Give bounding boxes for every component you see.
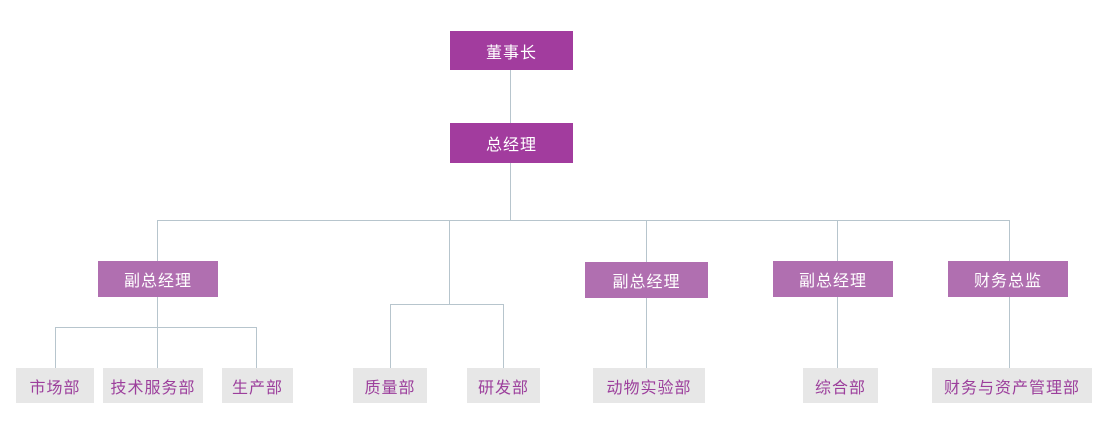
node-dept-general-affairs: 综合部 [803, 368, 878, 403]
node-dept-quality: 质量部 [353, 368, 427, 403]
connector-branch1-below [157, 297, 158, 368]
node-dept-rnd: 研发部 [467, 368, 540, 403]
node-dept-production: 生产部 [222, 368, 293, 403]
node-dept-marketing: 市场部 [16, 368, 94, 403]
connector-drop-animal-testing [646, 298, 647, 368]
connector-branch2-horizontal [390, 304, 503, 305]
connector-branch2-down [449, 220, 450, 304]
connector-branch1-horizontal [55, 327, 256, 328]
node-vice-gm-2: 副总经理 [585, 262, 708, 298]
connector-drop-marketing [55, 327, 56, 368]
connector-chairman-gm [510, 70, 511, 123]
connector-branch4-down [837, 220, 838, 261]
node-dept-technical-service: 技术服务部 [103, 368, 203, 403]
connector-branch5-down [1009, 220, 1010, 261]
connector-drop-rnd [503, 304, 504, 368]
node-vice-gm-3: 副总经理 [773, 261, 893, 297]
connector-drop-general-affairs [837, 297, 838, 368]
connector-drop-production [256, 327, 257, 368]
node-chairman: 董事长 [450, 31, 573, 70]
node-finance-director: 财务总监 [948, 261, 1068, 297]
connector-gm-trunk [510, 163, 511, 220]
node-dept-animal-testing: 动物实验部 [593, 368, 705, 403]
node-vice-gm-1: 副总经理 [98, 261, 218, 297]
node-general-manager: 总经理 [450, 123, 573, 163]
connector-branch3-down [646, 220, 647, 262]
connector-drop-finance-asset [1009, 297, 1010, 368]
connector-main-horizontal [157, 220, 1010, 221]
connector-branch1-down [157, 220, 158, 261]
connector-drop-quality [390, 304, 391, 368]
node-dept-finance-asset-management: 财务与资产管理部 [932, 368, 1092, 403]
